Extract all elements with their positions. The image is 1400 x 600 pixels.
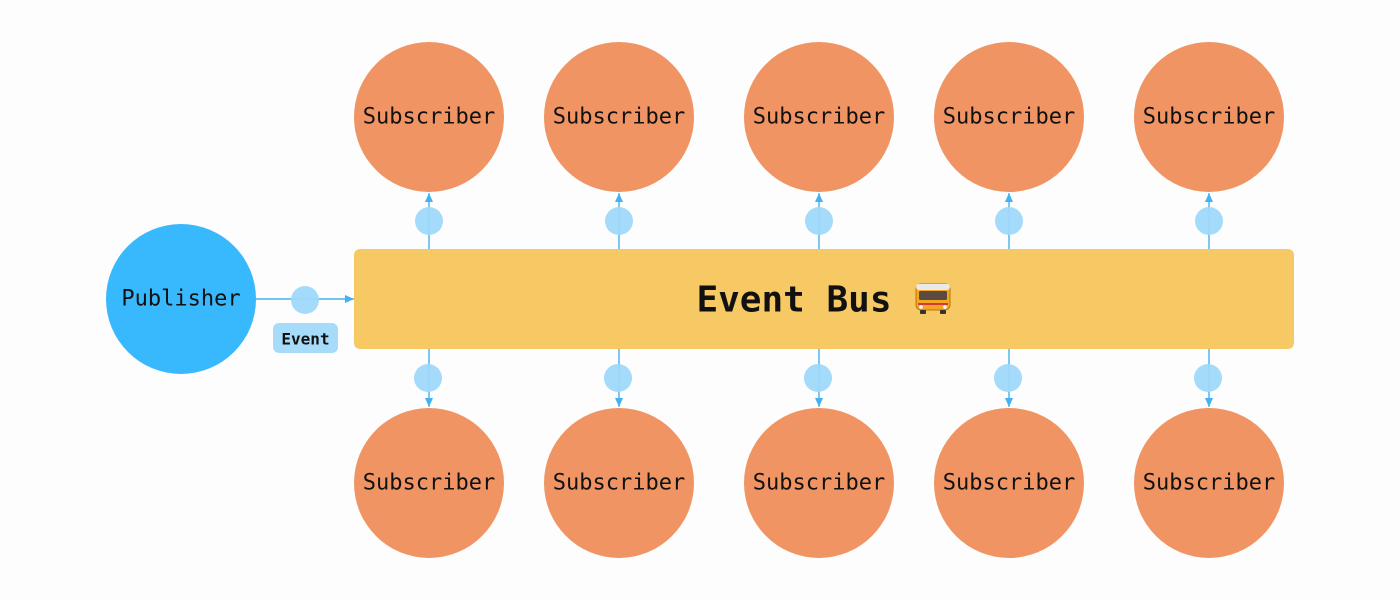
- event-tag-background: [273, 323, 338, 353]
- subscriber-node-top-1: Subscriber: [354, 42, 504, 192]
- subscriber-node-bottom-4: Subscriber: [934, 408, 1084, 558]
- subscriber-label: Subscriber: [1143, 471, 1275, 496]
- subscriber-circle: [934, 408, 1084, 558]
- event-dot: [995, 207, 1023, 235]
- subscriber-circle: [934, 42, 1084, 192]
- event-bus-bar: [354, 249, 1294, 349]
- event-bus: Event Bus: [354, 249, 1294, 349]
- subscriber-label: Subscriber: [553, 471, 685, 496]
- subscriber-node-top-2: Subscriber: [544, 42, 694, 192]
- event-tag-label: Event: [281, 330, 329, 349]
- subscriber-circle: [744, 42, 894, 192]
- subscriber-circle: [744, 408, 894, 558]
- bus-icon: [915, 283, 951, 314]
- subscriber-label: Subscriber: [943, 471, 1075, 496]
- subscriber-node-top-3: Subscriber: [744, 42, 894, 192]
- event-dot: [291, 286, 319, 314]
- event-dot: [804, 364, 832, 392]
- event-tag: Event: [273, 323, 338, 353]
- subscriber-circle: [544, 42, 694, 192]
- subscriber-node-bottom-3: Subscriber: [744, 408, 894, 558]
- event-dot: [415, 207, 443, 235]
- subscriber-node-top-5: Subscriber: [1134, 42, 1284, 192]
- subscriber-circle: [354, 42, 504, 192]
- event-bus-label: Event Bus: [696, 280, 891, 321]
- subscriber-circle: [354, 408, 504, 558]
- subscriber-label: Subscriber: [943, 105, 1075, 130]
- subscriber-label: Subscriber: [363, 105, 495, 130]
- event-dot: [805, 207, 833, 235]
- subscriber-circle: [1134, 408, 1284, 558]
- subscriber-label: Subscriber: [753, 471, 885, 496]
- event-dot: [605, 207, 633, 235]
- event-dot: [1195, 207, 1223, 235]
- subscriber-node-top-4: Subscriber: [934, 42, 1084, 192]
- event-dot: [1194, 364, 1222, 392]
- subscriber-circle: [1134, 42, 1284, 192]
- subscriber-circle: [544, 408, 694, 558]
- publisher-node: Publisher: [106, 224, 256, 374]
- subscriber-label: Subscriber: [1143, 105, 1275, 130]
- subscriber-node-bottom-5: Subscriber: [1134, 408, 1284, 558]
- event-dot: [604, 364, 632, 392]
- subscriber-node-bottom-2: Subscriber: [544, 408, 694, 558]
- event-dot: [994, 364, 1022, 392]
- event-dot: [414, 364, 442, 392]
- subscriber-label: Subscriber: [363, 471, 495, 496]
- publisher-label: Publisher: [121, 287, 240, 312]
- publisher-circle: [106, 224, 256, 374]
- subscriber-node-bottom-1: Subscriber: [354, 408, 504, 558]
- subscriber-label: Subscriber: [753, 105, 885, 130]
- subscriber-label: Subscriber: [553, 105, 685, 130]
